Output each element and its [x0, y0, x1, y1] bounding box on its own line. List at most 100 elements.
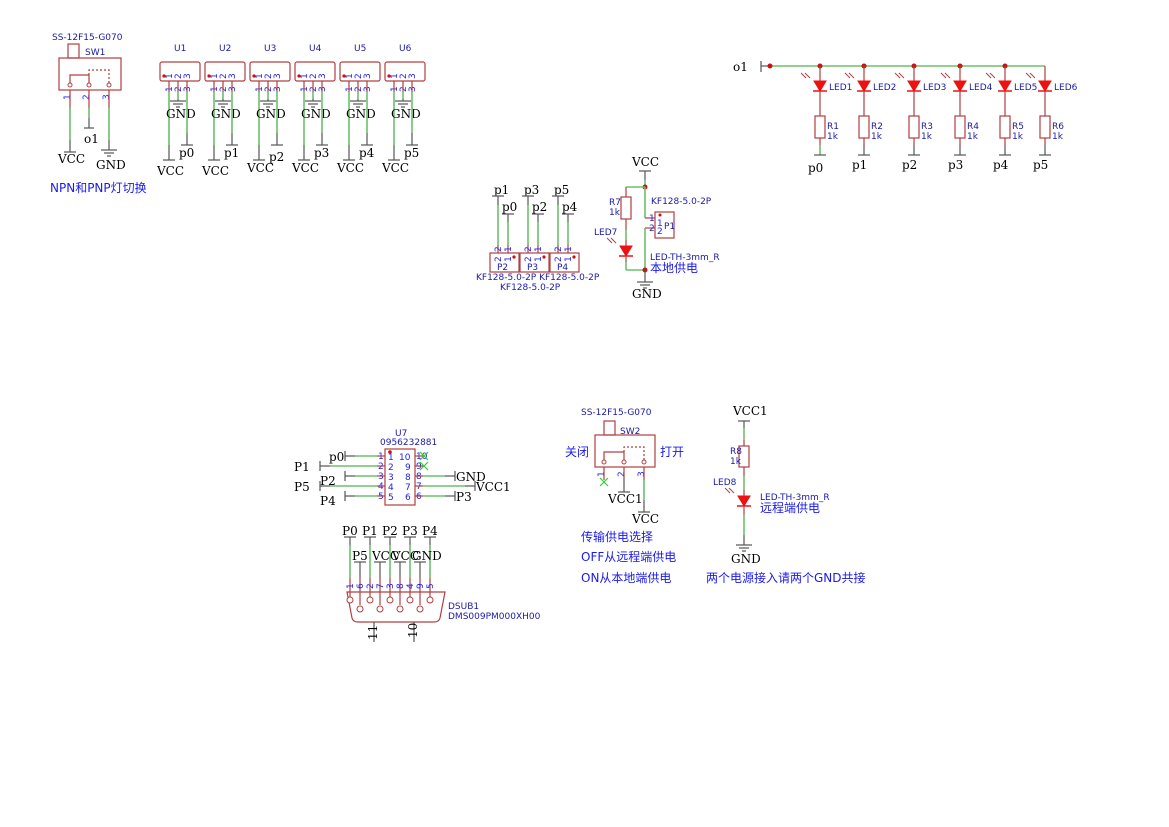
led7-ref: LED7 — [594, 228, 617, 238]
u7-net-label: VCC1 — [475, 480, 511, 494]
sw1-actuator — [67, 43, 80, 59]
dsub-net-top: P2 — [382, 524, 398, 538]
resistor-body — [1039, 115, 1051, 139]
sw1-ref: SW1 — [85, 48, 105, 58]
u-ref: U2 — [219, 44, 231, 54]
u7-net-label: P2 — [320, 474, 336, 488]
sw2-pin2: 2 — [617, 471, 627, 477]
conn-ref: P4 — [557, 263, 568, 273]
u-pin-outer: 1 — [390, 86, 400, 92]
u7-pin-outer: 8 — [416, 472, 422, 482]
resistor-value: 1k — [827, 132, 839, 142]
u-net-signal: p5 — [404, 146, 419, 160]
u-pin-inner: 1 — [210, 73, 220, 79]
u7-net-label: GND — [456, 470, 486, 484]
conn-ref: P2 — [497, 263, 508, 273]
local-vcc: VCC — [631, 155, 659, 169]
u-pin-outer: 1 — [300, 86, 310, 92]
u7-pin-outer: 4 — [378, 482, 384, 492]
dsub-shell-pin-11: 11 — [366, 625, 380, 640]
u-pin-outer: 2 — [264, 86, 274, 92]
dsub-shell — [346, 591, 446, 623]
sw2-ref: SW2 — [620, 427, 640, 437]
u-pin-inner: 3 — [228, 73, 238, 79]
u-pin-inner: 2 — [309, 73, 319, 79]
u7-net-label: P1 — [294, 460, 310, 474]
resistor-ref: R5 — [1012, 122, 1024, 132]
u7-pin-outer: 10 — [416, 452, 428, 462]
u-body — [249, 61, 291, 82]
u-pin-outer: 1 — [210, 86, 220, 92]
remote-vcc1: VCC1 — [732, 404, 768, 418]
u-net-gnd: GND — [211, 107, 241, 121]
resistor-value: 1k — [871, 132, 883, 142]
local-power-note: 本地供电 — [650, 261, 698, 275]
u7-ref: U7 — [395, 429, 407, 439]
u-pin-inner: 3 — [183, 73, 193, 79]
r7-value: 1k — [609, 208, 621, 218]
dsub-pin-hole — [346, 596, 354, 604]
u-net-gnd: GND — [391, 107, 421, 121]
resistor-ref: R2 — [871, 122, 883, 132]
p1-connector[interactable] — [654, 211, 675, 239]
sw2-net-vcc1: VCC1 — [607, 492, 643, 506]
dsub-net-top: P3 — [402, 524, 418, 538]
u7-pin-outer: 9 — [416, 462, 422, 472]
sw1-switch[interactable]: SS-12F15-G070 SW1 1 2 3 VCC o1 GND — [52, 33, 126, 172]
u-pin-outer: 2 — [354, 86, 364, 92]
conn-net-pin2: p3 — [524, 183, 539, 197]
sw1-net-gnd: GND — [96, 158, 126, 172]
p1-part: KF128-5.0-2P — [651, 197, 712, 207]
resistor-ref: R6 — [1052, 122, 1064, 132]
p1-pin1-inner: 1 — [657, 219, 663, 229]
u-net-signal: p2 — [269, 150, 284, 164]
sw2-body — [594, 434, 656, 468]
dsub-pin-hole — [396, 605, 404, 613]
u-pin-inner: 1 — [345, 73, 355, 79]
conn-ref: P3 — [527, 263, 538, 273]
u-net-signal: p0 — [179, 146, 194, 160]
dsub-pin-hole — [426, 596, 434, 604]
u7-body — [384, 448, 416, 506]
r7-ref: R7 — [609, 198, 621, 208]
resistor-ref: R1 — [827, 122, 839, 132]
dsub-pin-number: 8 — [396, 583, 406, 589]
conn-pin2-inner: 2 — [554, 256, 564, 262]
u7-pin-inner: 7 — [405, 483, 411, 493]
u-pin-inner: 1 — [255, 73, 265, 79]
led-net: p4 — [993, 158, 1009, 172]
conn-pin1-outer: 1 — [504, 246, 514, 252]
dsub-pin-number: 3 — [386, 583, 396, 589]
sw2-switch[interactable]: SS-12F15-G070 SW2 1 2 3 VCC1 VCC 关闭 打开 — [565, 408, 684, 526]
dsub-pin-number: 6 — [356, 583, 366, 589]
u-ref: U1 — [174, 44, 186, 54]
conn-pin1-outer: 1 — [534, 246, 544, 252]
sw2-off-label: 关闭 — [565, 445, 589, 459]
u-pin-outer: 3 — [363, 86, 373, 92]
p1-ref: P1 — [664, 222, 675, 232]
sw1-pin3: 3 — [102, 94, 112, 100]
dsub-ref: DSUB1 — [448, 602, 479, 612]
remote-power-circuit: VCC1 R8 1k LED8 LED-TH-3mm_R 远程端供电 GND — [713, 404, 830, 566]
conn-pin2-inner: 2 — [524, 256, 534, 262]
u7-pin-inner: 4 — [388, 483, 394, 493]
u-pin-inner: 3 — [273, 73, 283, 79]
led-ref: LED6 — [1054, 83, 1078, 93]
led-ref: LED2 — [873, 83, 896, 93]
u-pin-outer: 2 — [174, 86, 184, 92]
